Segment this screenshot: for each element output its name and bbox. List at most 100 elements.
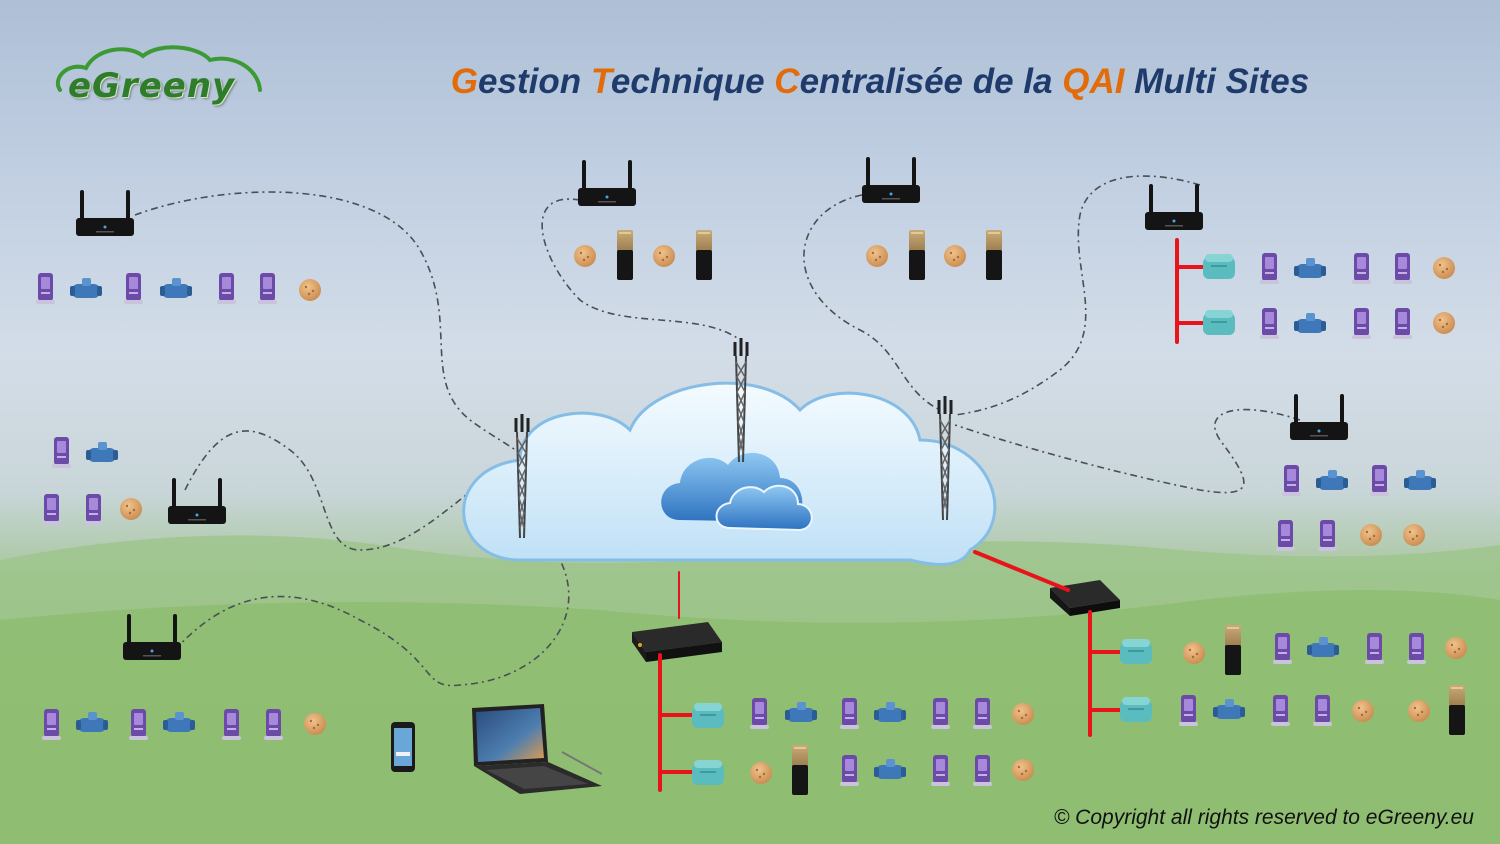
air-quality-sensor-icon	[1370, 465, 1389, 496]
gateway-box-icon	[1050, 580, 1120, 616]
router-icon	[862, 157, 920, 203]
gateway-box-icon	[632, 622, 722, 662]
title-segment: estion	[478, 62, 591, 101]
air-quality-sensor-icon	[1179, 695, 1198, 726]
round-sensor-icon	[944, 245, 966, 267]
air-quality-sensor-icon	[258, 273, 277, 304]
valve-sensor-icon	[86, 442, 118, 462]
router-icon	[168, 478, 226, 524]
router-icon	[76, 190, 134, 236]
cylinder-sensor-icon	[617, 230, 633, 280]
air-quality-sensor-icon	[973, 698, 992, 729]
site-top-right	[1203, 253, 1455, 339]
air-quality-sensor-icon	[1273, 633, 1292, 664]
air-quality-sensor-icon	[217, 273, 236, 304]
access-point-icon	[1203, 310, 1235, 335]
round-sensor-icon	[1403, 524, 1425, 546]
title-accent-segment: T	[590, 62, 611, 101]
round-sensor-icon	[1433, 257, 1455, 279]
air-quality-sensor-icon	[124, 273, 143, 304]
air-quality-sensor-icon	[973, 755, 992, 786]
router-icon	[578, 160, 636, 206]
site-top-center	[574, 230, 712, 280]
air-quality-sensor-icon	[222, 709, 241, 740]
round-sensor-icon	[574, 245, 596, 267]
air-quality-sensor-icon	[1365, 633, 1384, 664]
cylinder-sensor-icon	[1225, 625, 1241, 675]
logo-cloud-outline	[56, 45, 262, 92]
air-quality-sensor-icon	[1260, 253, 1279, 284]
title-segment: entralisée de la	[799, 62, 1063, 101]
air-quality-sensor-icon	[1313, 695, 1332, 726]
wired-links	[658, 238, 1207, 792]
access-point-icon	[692, 760, 724, 785]
air-quality-sensor-icon	[840, 755, 859, 786]
wireless-links	[134, 175, 1301, 687]
air-quality-sensor-icon	[1393, 253, 1412, 284]
cylinder-sensor-icon	[696, 230, 712, 280]
air-quality-sensor-icon	[1407, 633, 1426, 664]
round-sensor-icon	[866, 245, 888, 267]
air-quality-sensor-icon	[1271, 695, 1290, 726]
site-left-middle	[42, 437, 142, 525]
air-quality-sensor-icon	[84, 494, 103, 525]
internet-cloud	[462, 381, 997, 566]
round-sensor-icon	[1183, 642, 1205, 664]
site-top-left	[36, 273, 321, 304]
round-sensor-icon	[304, 713, 326, 735]
air-quality-sensor-icon	[42, 494, 61, 525]
access-point-icon	[1120, 639, 1152, 664]
air-quality-sensor-icon	[1282, 465, 1301, 496]
site-top-mid-right	[866, 230, 1002, 280]
air-quality-sensor-icon	[129, 709, 148, 740]
round-sensor-icon	[653, 245, 675, 267]
round-sensor-icon	[299, 279, 321, 301]
air-quality-sensor-icon	[1276, 520, 1295, 551]
air-quality-sensor-icon	[1352, 253, 1371, 284]
round-sensor-icon	[1352, 700, 1374, 722]
access-point-icon	[1120, 697, 1152, 722]
brand-logo: eGreeny	[48, 38, 268, 118]
valve-sensor-icon	[70, 278, 102, 298]
air-quality-sensor-icon	[931, 698, 950, 729]
round-sensor-icon	[750, 762, 772, 784]
air-quality-sensor-icon	[1260, 308, 1279, 339]
air-quality-sensor-icon	[1352, 308, 1371, 339]
site-right-middle	[1276, 465, 1436, 551]
air-quality-sensor-icon	[42, 709, 61, 740]
valve-sensor-icon	[1294, 258, 1326, 278]
copyright-notice: © Copyright all rights reserved to eGree…	[1053, 806, 1474, 829]
title-accent-segment: C	[774, 62, 800, 101]
laptop-icon	[472, 704, 603, 794]
air-quality-sensor-icon	[1393, 308, 1412, 339]
title-accent-segment: G	[450, 62, 479, 101]
round-sensor-icon	[1360, 524, 1382, 546]
title-segment: Multi Sites	[1124, 62, 1310, 101]
logo-text: eGreeny	[68, 66, 236, 106]
page-title: Gestion Technique Centralisée de la QAI …	[300, 62, 1460, 102]
router-icon	[1145, 184, 1203, 230]
title-segment: echnique	[610, 62, 775, 101]
valve-sensor-icon	[1316, 470, 1348, 490]
air-quality-sensor-icon	[840, 698, 859, 729]
access-point-icon	[692, 703, 724, 728]
valve-sensor-icon	[1404, 470, 1436, 490]
title-accent-segment: QAI	[1062, 62, 1125, 101]
air-quality-sensor-icon	[52, 437, 71, 468]
air-quality-sensor-icon	[1318, 520, 1337, 551]
smartphone-icon	[391, 722, 415, 772]
round-sensor-icon	[1408, 700, 1430, 722]
air-quality-sensor-icon	[931, 755, 950, 786]
air-quality-sensor-icon	[36, 273, 55, 304]
air-quality-sensor-icon	[264, 709, 283, 740]
round-sensor-icon	[1012, 759, 1034, 781]
cylinder-sensor-icon	[792, 745, 808, 795]
air-quality-sensor-icon	[750, 698, 769, 729]
valve-sensor-icon	[1294, 313, 1326, 333]
round-sensor-icon	[1445, 637, 1467, 659]
cylinder-sensor-icon	[986, 230, 1002, 280]
round-sensor-icon	[1012, 703, 1034, 725]
round-sensor-icon	[120, 498, 142, 520]
